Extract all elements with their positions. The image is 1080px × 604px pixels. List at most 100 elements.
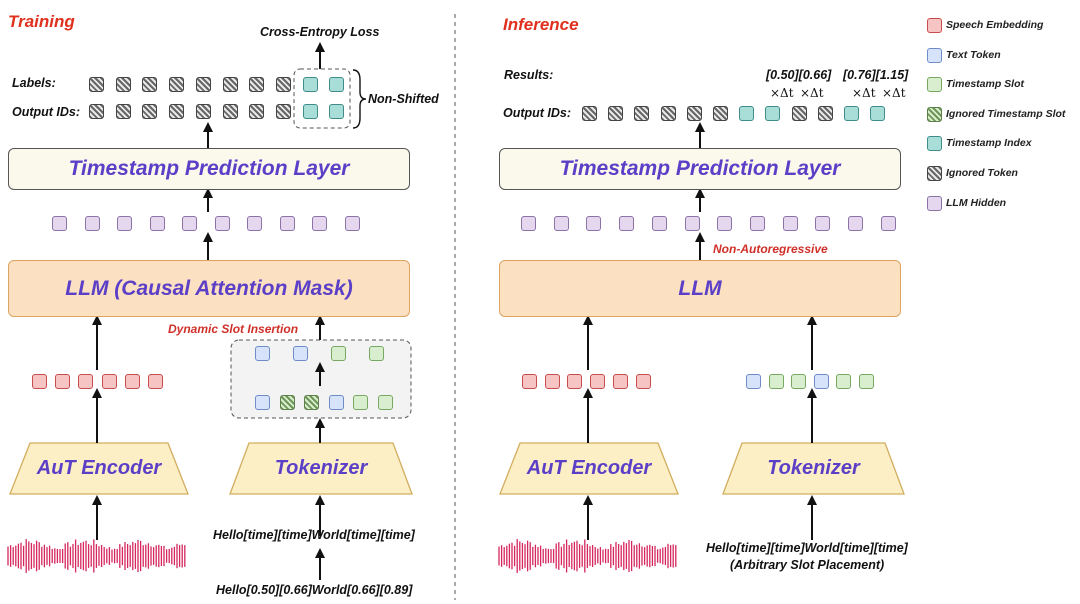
legend-swatch-speech-embedding xyxy=(927,18,942,33)
legend-swatch-text-token xyxy=(927,47,942,63)
delta-t-1: ×Δt xyxy=(770,86,794,100)
training-llm-layer: LLM (Causal Attention Mask) xyxy=(8,260,410,317)
ignored-token-chip xyxy=(686,106,702,121)
inference-input-line2: (Arbitrary Slot Placement) xyxy=(730,558,885,572)
ignored-token-chip xyxy=(713,106,728,121)
legend-label-text-token: Text Token xyxy=(946,48,1001,61)
training-tokenizer: Tokenizer xyxy=(274,457,368,479)
inference-aut-encoder-shape xyxy=(499,442,679,495)
speech-embedding-chip xyxy=(567,374,583,389)
training-waveform xyxy=(7,539,186,573)
llm-hidden-chip xyxy=(717,216,733,231)
ignored-token-chip xyxy=(634,106,650,121)
speech-embedding-chip xyxy=(55,374,71,389)
speech-embedding-chip xyxy=(101,374,117,389)
speech-embedding-chip xyxy=(124,374,140,389)
llm-hidden-chip xyxy=(586,216,602,231)
training-non-shifted-dashed-box xyxy=(293,68,351,129)
ignored-token-chip xyxy=(791,106,807,121)
legend-swatch-ignored-token xyxy=(927,166,942,181)
training-template-text: Hello[time][time]World[time][time] xyxy=(213,528,415,542)
timestamp-index-chip xyxy=(302,77,318,92)
ignored-token-chip xyxy=(660,106,676,121)
llm-hidden-chip xyxy=(279,216,295,231)
ignored-token-chip xyxy=(142,104,158,119)
arrows xyxy=(92,42,817,580)
training-aut-encoder: AuT Encoder xyxy=(36,457,162,479)
llm-hidden-chip xyxy=(84,216,100,231)
non-autoregressive-label: Non-Autoregressive xyxy=(713,242,828,256)
timestamp-index-chip xyxy=(329,104,345,119)
training-timestamp-prediction-layer: Timestamp Prediction Layer xyxy=(8,148,410,190)
dynamic-slot-insertion-label: Dynamic Slot Insertion xyxy=(168,322,299,336)
timestamp-slot-chip xyxy=(768,374,784,389)
waveform-group xyxy=(7,539,677,573)
legend-swatch-llm-hidden xyxy=(927,195,942,211)
speech-embedding-chip xyxy=(78,374,94,389)
llm-hidden-chip xyxy=(117,216,132,231)
inference-results-values-a: [0.50][0.66] xyxy=(766,68,832,82)
timestamp-index-chip xyxy=(329,77,345,92)
inference-waveform xyxy=(498,539,677,573)
inference-aut-encoder: AuT Encoder xyxy=(526,457,652,479)
timestamp-slot-chip xyxy=(331,346,346,361)
timestamp-index-chip xyxy=(739,106,755,121)
llm-hidden-chip xyxy=(782,216,798,231)
llm-hidden-chip xyxy=(344,216,360,231)
inference-input-line1: Hello[time][time]World[time][time] xyxy=(706,541,908,555)
non-shifted-brace xyxy=(352,69,367,129)
inference-output-ids-label: Output IDs: xyxy=(503,106,572,120)
llm-hidden-chip xyxy=(521,216,536,231)
training-source-text: Hello[0.50][0.66]World[0.66][0.89] xyxy=(216,583,413,597)
training-aut-encoder-shape xyxy=(9,442,189,495)
inference-tokenizer: Tokenizer xyxy=(767,457,860,479)
training-loss-label: Cross-Entropy Loss xyxy=(260,25,380,39)
ignored-token-chip xyxy=(115,77,131,92)
llm-hidden-chip xyxy=(52,216,67,231)
ignored-token-chip xyxy=(817,106,833,121)
text-token-chip xyxy=(328,395,344,410)
inference-results-values-b: [0.76][1.15] xyxy=(843,68,909,82)
speech-embedding-chip xyxy=(522,374,537,389)
speech-embedding-chip xyxy=(32,374,47,389)
training-output-ids-label: Output IDs: xyxy=(12,105,81,119)
speech-embedding-chip xyxy=(635,374,651,389)
ignored-token-chip xyxy=(169,77,185,92)
inference-results-label: Results: xyxy=(504,68,554,82)
text-token-chip xyxy=(255,395,270,410)
ignored-token-chip xyxy=(195,104,211,119)
inference-tokenizer-shape xyxy=(722,442,905,495)
legend-label-ignored-timestamp-slot: Ignored Timestamp Slot xyxy=(946,107,1066,120)
timestamp-index-chip xyxy=(302,104,318,119)
training-labels-label: Labels: xyxy=(12,76,56,90)
legend-swatch-ignored-timestamp-slot xyxy=(927,106,942,122)
training-non-shifted-label: Non-Shifted xyxy=(368,92,439,106)
speech-embedding-chip xyxy=(544,374,560,389)
ignored-token-chip xyxy=(582,106,597,121)
ignored-token-chip xyxy=(169,104,185,119)
ignored-token-chip xyxy=(89,104,104,119)
legend-label-timestamp-slot: Timestamp Slot xyxy=(946,78,1024,91)
ignored-token-chip xyxy=(275,104,291,119)
text-token-chip xyxy=(293,346,308,361)
ignored-token-chip xyxy=(115,104,131,119)
llm-hidden-chip xyxy=(619,216,635,231)
legend-label-speech-embedding: Speech Embedding xyxy=(946,19,1044,31)
llm-hidden-chip xyxy=(214,216,230,231)
text-token-chip xyxy=(746,374,761,389)
llm-hidden-chip xyxy=(553,216,569,231)
text-token-chip xyxy=(255,346,270,361)
speech-embedding-chip xyxy=(590,374,606,389)
ignored-token-chip xyxy=(249,104,265,119)
legend-swatch-timestamp-slot xyxy=(927,77,942,93)
ignored-token-chip xyxy=(222,104,238,119)
delta-t-4: ×Δt xyxy=(882,86,906,100)
ignored-timestamp-slot-chip xyxy=(304,395,319,410)
legend-label-llm-hidden: LLM Hidden xyxy=(946,196,1007,209)
legend-label-ignored-token: Ignored Token xyxy=(946,167,1018,179)
ignored-token-chip xyxy=(89,77,104,92)
timestamp-slot-chip xyxy=(353,395,368,410)
llm-hidden-chip xyxy=(815,216,831,231)
ignored-token-chip xyxy=(195,77,211,92)
